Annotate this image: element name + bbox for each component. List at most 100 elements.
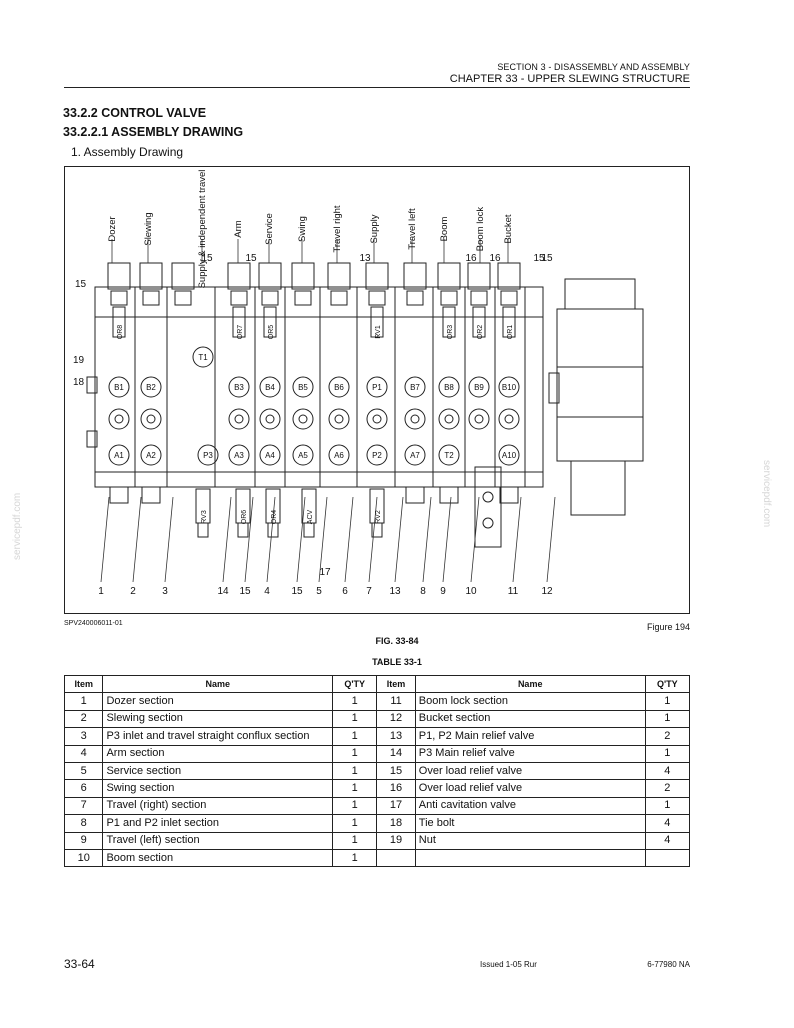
section-cap	[291, 262, 315, 290]
cell-qty-2: 4	[644, 814, 691, 833]
spool-circle	[140, 408, 162, 430]
bottom-valve-cap	[197, 522, 209, 538]
section-name-label: Boom lock	[475, 207, 486, 252]
relief-plug	[470, 290, 488, 306]
cell-qty: 1	[331, 744, 378, 763]
section-cap	[437, 262, 461, 290]
callout-number: 8	[420, 586, 426, 597]
cell-qty: 1	[331, 848, 378, 868]
spool-circle	[108, 408, 130, 430]
callout-leader	[512, 496, 522, 583]
callout-number: 6	[342, 586, 348, 597]
section-tag-box	[112, 306, 126, 338]
cell-qty: 1	[331, 831, 378, 850]
cell-qty-2: 4	[644, 831, 691, 850]
callout-number: 9	[440, 586, 446, 597]
table-caption: TABLE 33-1	[372, 657, 422, 667]
port-t1-label: T1	[198, 353, 208, 362]
spool-circle	[468, 408, 490, 430]
callout-leader	[442, 496, 452, 583]
port-a-circle	[228, 444, 250, 466]
cell-item: 10	[63, 848, 104, 868]
callout-number: 15	[239, 586, 251, 597]
section-tag: OR3	[447, 325, 454, 340]
relief-plug	[174, 290, 192, 306]
section-name-label: Travel right	[332, 205, 343, 253]
section-tag: RV1	[375, 325, 382, 339]
port-b-circle	[498, 376, 520, 398]
relief-plug	[406, 290, 424, 306]
port-a-label: A5	[298, 451, 308, 460]
table-header-row: Item Name Q'TY Item Name Q'TY	[63, 674, 691, 694]
port-b-circle	[259, 376, 281, 398]
section-name-label: Arm	[233, 220, 244, 238]
header-chapter: CHAPTER 33 - UPPER SLEWING STRUCTURE	[449, 73, 690, 85]
cell-name-2: P3 Main relief valve	[414, 744, 646, 763]
bottom-tag: RV2	[375, 510, 382, 524]
bottom-valve-cap	[303, 522, 315, 538]
bottom-valve-cap	[371, 522, 383, 538]
port-a-label: A10	[502, 451, 517, 460]
section-cap	[258, 262, 282, 290]
cell-qty: 1	[331, 796, 378, 816]
spool-center	[298, 414, 308, 424]
callout-leader	[318, 496, 328, 583]
port-t1-circle	[192, 346, 214, 368]
cell-item-2: 15	[376, 761, 416, 781]
port-a-circle	[404, 444, 426, 466]
port-b-circle	[404, 376, 426, 398]
callout-number: 18	[73, 377, 85, 388]
cell-item-2	[376, 848, 416, 868]
port-b-circle	[140, 376, 162, 398]
callout-number: 15	[75, 279, 87, 290]
section-foot	[499, 486, 519, 504]
spool-center	[410, 414, 420, 424]
section-tag-box	[502, 306, 516, 338]
tie-rod-hole	[482, 491, 494, 503]
section-cap	[497, 262, 521, 290]
cell-qty-2: 4	[644, 761, 691, 781]
cell-name-2: Nut	[414, 831, 646, 850]
port-b-label: B7	[410, 383, 420, 392]
cell-qty: 1	[331, 709, 378, 729]
callout-leader	[244, 496, 254, 583]
port-a-circle	[498, 444, 520, 466]
section-cap	[139, 262, 163, 290]
port-b-label: B3	[234, 383, 244, 392]
callout-number: 7	[366, 586, 372, 597]
section-tag: OR1	[507, 325, 514, 340]
bottom-tag: ACV	[307, 509, 314, 524]
cell-name-2: Boom lock section	[414, 692, 646, 711]
callout-number: 4	[264, 586, 270, 597]
tie-rod-hole	[482, 517, 494, 529]
callout-number: 15	[201, 253, 213, 264]
section-name-label: Slewing	[143, 212, 154, 245]
cell-qty-2	[644, 848, 691, 868]
callout-number: 5	[316, 586, 322, 597]
port-a-circle	[197, 444, 219, 466]
cell-item: 6	[63, 779, 104, 798]
port-b-circle	[292, 376, 314, 398]
bottom-tag: OR4	[271, 510, 278, 525]
cell-item: 2	[63, 709, 104, 729]
cell-name: Boom section	[102, 848, 333, 868]
spool-circle	[259, 408, 281, 430]
callout-leader	[368, 496, 378, 583]
spool-center	[474, 414, 484, 424]
section-name-label: Dozer	[107, 216, 118, 241]
spool-center	[444, 414, 454, 424]
cell-item: 4	[63, 744, 104, 763]
cell-name-2: Bucket section	[414, 709, 646, 729]
spool-center	[265, 414, 275, 424]
cell-qty-2: 1	[644, 744, 691, 763]
cell-qty: 1	[331, 814, 378, 833]
port-b-circle	[438, 376, 460, 398]
watermark-left: servicepdf.com	[12, 492, 23, 560]
